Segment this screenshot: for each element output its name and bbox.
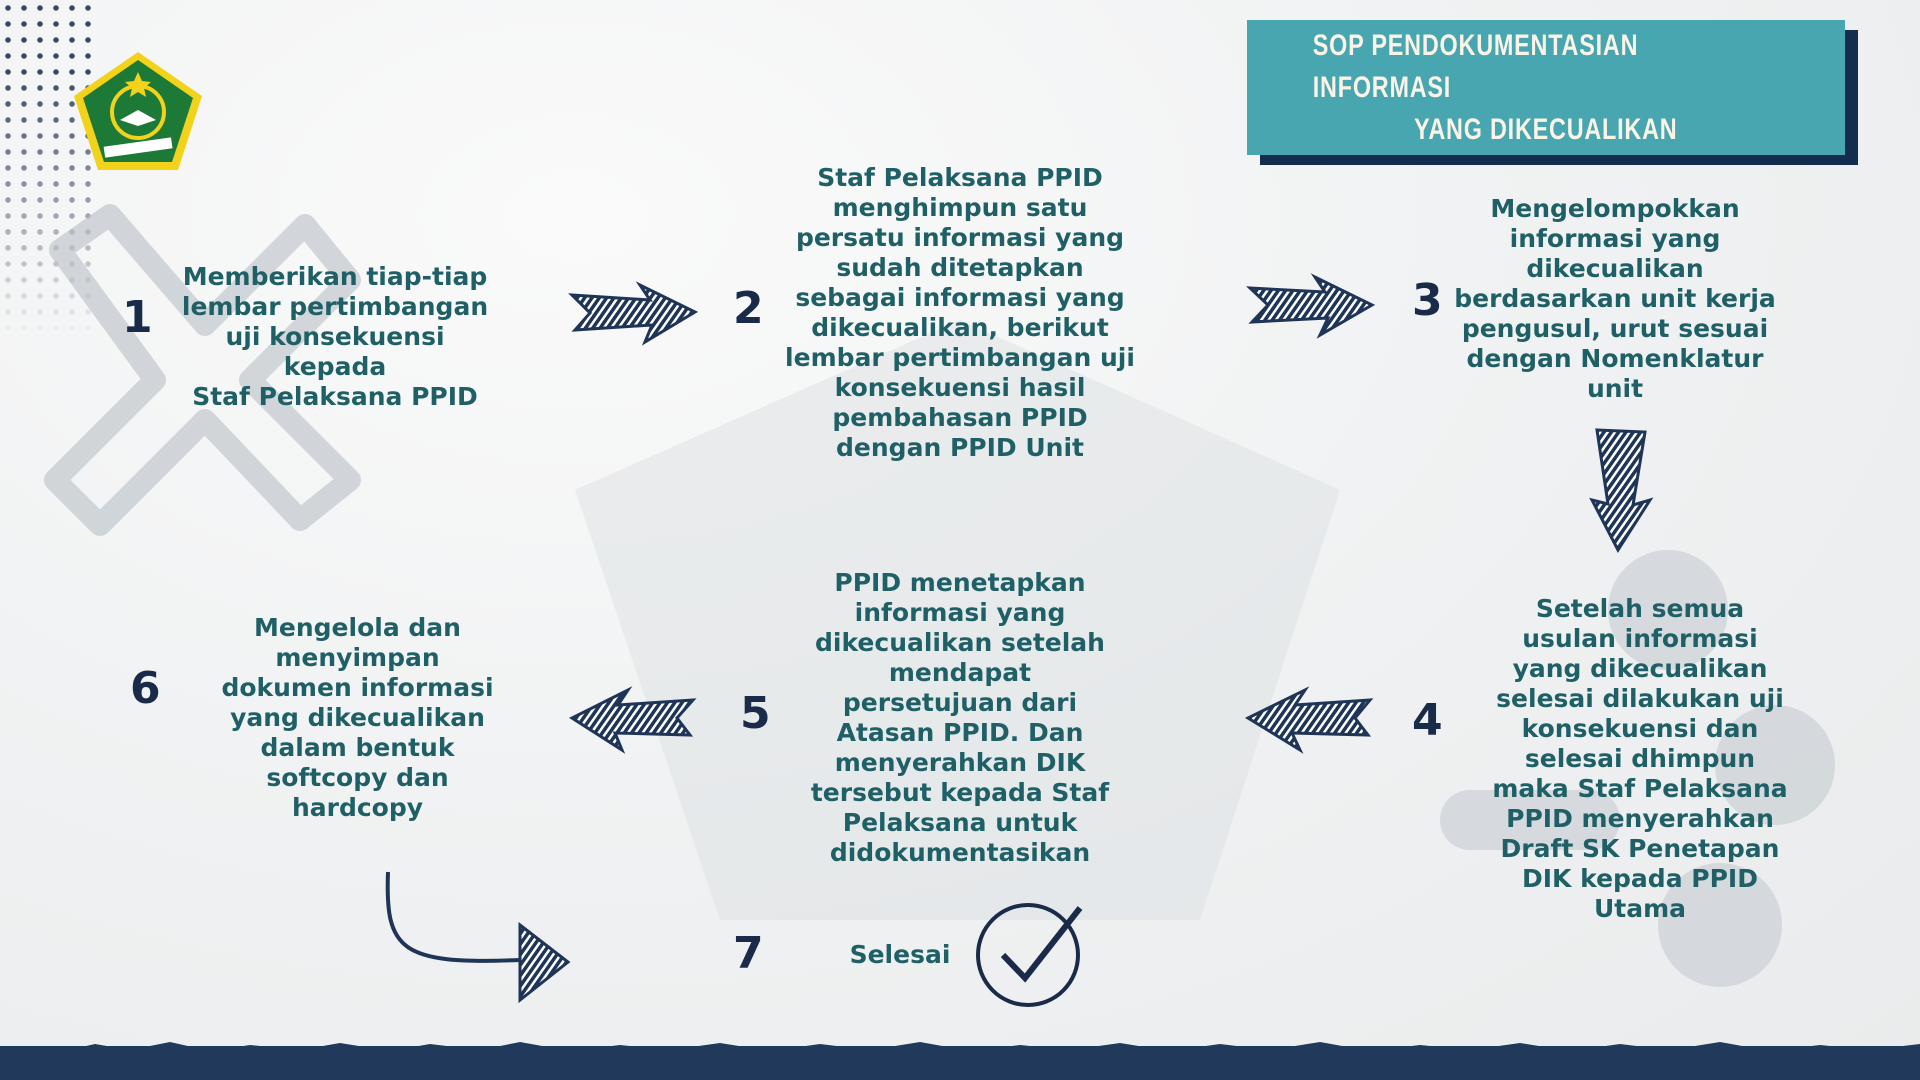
- step-3-number: 3: [1412, 275, 1443, 326]
- step-4-number: 4: [1412, 695, 1443, 746]
- step-1-text: Memberikan tiap-tiap lembar pertimbangan…: [181, 262, 489, 411]
- arrow-right-icon: [568, 281, 699, 346]
- arrow-left-icon: [568, 686, 697, 754]
- step-2-number: 2: [733, 283, 764, 334]
- arrow-down-icon: [1589, 428, 1654, 553]
- step-3-text: Mengelompokkan informasi yang dikecualik…: [1454, 194, 1776, 403]
- watermark-pentagon: [575, 320, 1340, 920]
- checkmark-circle-icon: [976, 903, 1083, 1007]
- curved-arrow-icon: [385, 871, 571, 1004]
- ministry-logo: [74, 52, 202, 170]
- step-2-text: Staf Pelaksana PPID menghimpun satu pers…: [785, 163, 1135, 462]
- info-bubbles-icon: [1440, 550, 1835, 987]
- step-5-number: 5: [740, 688, 771, 739]
- step-1-number: 1: [122, 292, 153, 343]
- step-6-number: 6: [130, 663, 161, 714]
- step-7-number: 7: [733, 928, 764, 979]
- title-line-2: YANG DIKECUALIKAN: [1414, 112, 1678, 146]
- title-line-1: SOP PENDOKUMENTASIAN INFORMASI: [1312, 28, 1639, 104]
- x-mark-icon: [44, 204, 361, 536]
- page-title: SOP PENDOKUMENTASIAN INFORMASI YANG DIKE…: [1247, 20, 1845, 155]
- step-5-text: PPID menetapkan informasi yang dikecuali…: [810, 568, 1110, 867]
- step-4-text: Setelah semua usulan informasi yang dike…: [1492, 594, 1788, 923]
- step-7-text: Selesai: [849, 940, 951, 969]
- arrow-right-icon: [1245, 273, 1376, 339]
- torn-edge: [0, 1042, 1920, 1060]
- arrow-left-icon: [1244, 686, 1374, 754]
- step-6-text: Mengelola dan menyimpan dokumen informas…: [221, 613, 494, 822]
